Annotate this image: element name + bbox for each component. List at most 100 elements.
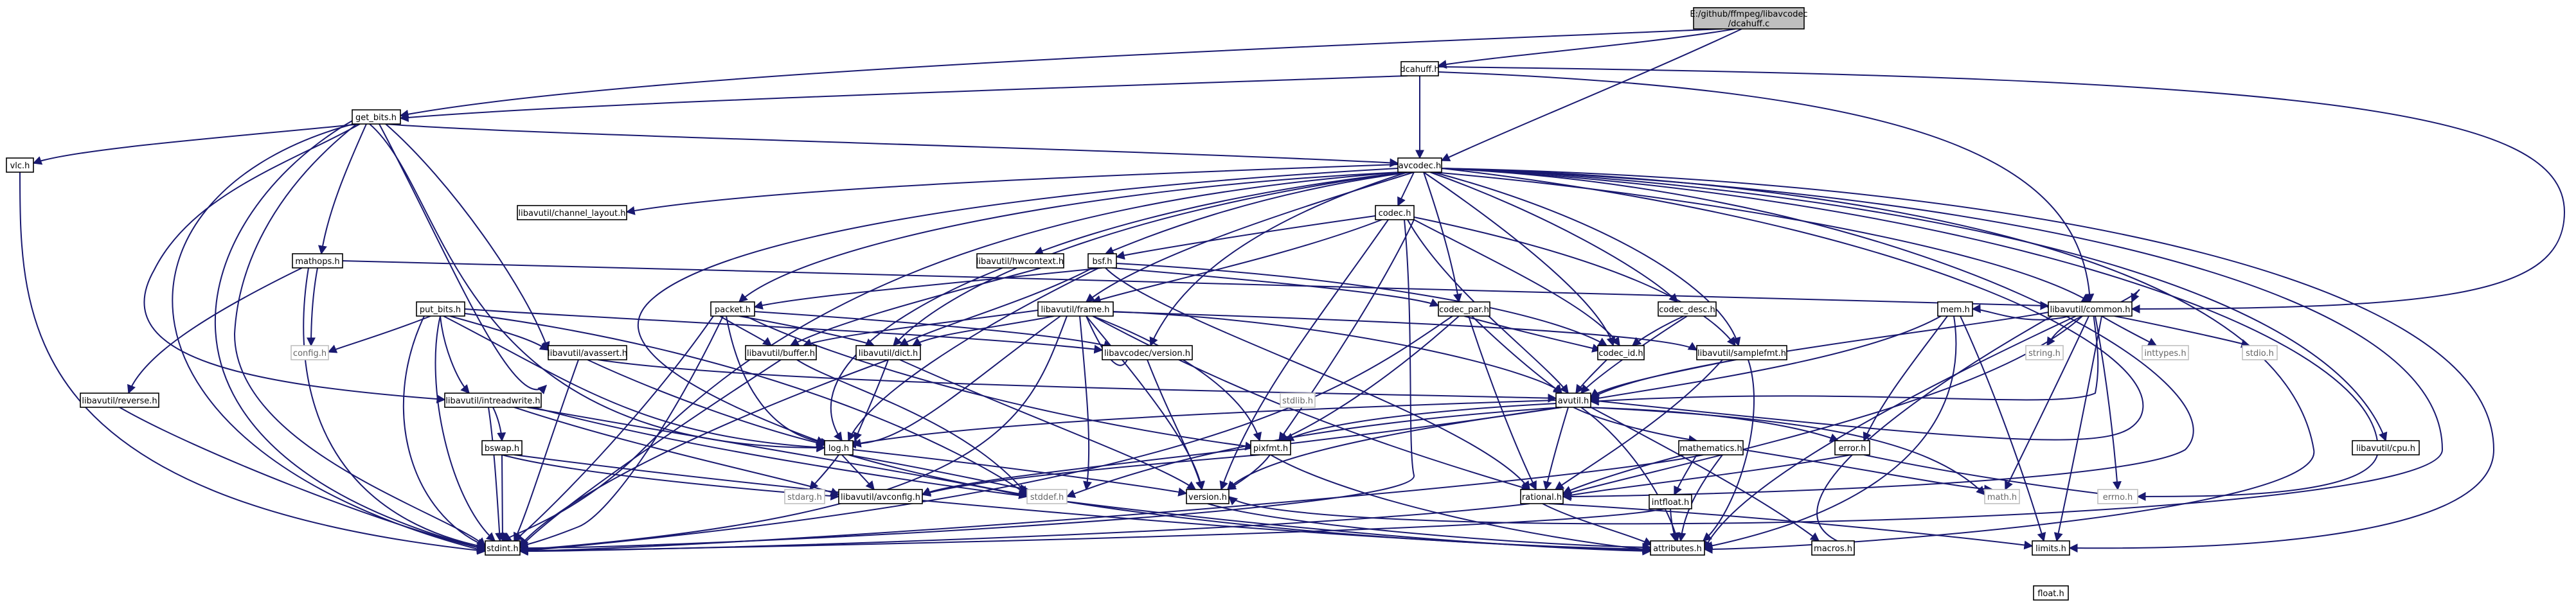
- node-errno-h[interactable]: errno.h: [2097, 489, 2138, 504]
- dependency-edge: [440, 315, 470, 394]
- node-mathops-h[interactable]: mathops.h: [292, 253, 343, 269]
- dependency-edge: [2114, 315, 2251, 348]
- node-codec-h[interactable]: codec.h: [1375, 205, 1415, 220]
- dependency-edge: [796, 359, 1028, 496]
- dependency-edge: [841, 454, 875, 491]
- node-put-bits-h[interactable]: put_bits.h: [416, 301, 465, 317]
- node-libavutil-intreadwrite-h[interactable]: libavutil/intreadwrite.h: [444, 393, 542, 408]
- dependency-edge: [1407, 219, 1569, 394]
- node-stdint-h[interactable]: stdint.h: [485, 540, 521, 556]
- dependency-edge: [379, 123, 547, 394]
- node-libavutil-cpu-h[interactable]: libavutil/cpu.h: [2352, 440, 2420, 455]
- dependency-edge: [921, 407, 1562, 496]
- dependency-edge: [1413, 216, 1736, 347]
- node-stdlib-h[interactable]: stdlib.h: [1280, 393, 1316, 408]
- dependency-edge: [1863, 315, 1948, 442]
- node-libavcodec-version-h[interactable]: libavcodec/version.h: [1102, 345, 1193, 360]
- node-libavutil-avassert-h[interactable]: libavutil/avassert.h: [548, 345, 627, 360]
- node-avcodec-h[interactable]: avcodec.h: [1397, 157, 1442, 173]
- dependency-edge: [519, 503, 1530, 556]
- node-label: codec_id.h: [1598, 349, 1643, 358]
- node-codec-id-h[interactable]: codec_id.h: [1597, 345, 1645, 360]
- node-mathematics-h[interactable]: mathematics.h: [1678, 440, 1744, 455]
- dependency-edge: [127, 267, 303, 394]
- node-intfloat-h[interactable]: intfloat.h: [1649, 494, 1692, 509]
- node-pixfmt-h[interactable]: pixfmt.h: [1250, 440, 1291, 455]
- dependency-edge: [1702, 359, 1755, 542]
- node-libavutil-samplefmt-h[interactable]: libavutil/samplefmt.h: [1696, 345, 1787, 360]
- dependency-edge: [464, 313, 1028, 495]
- node-bswap-h[interactable]: bswap.h: [481, 440, 523, 455]
- dependency-edge: [1441, 168, 2194, 501]
- node-stdio-h[interactable]: stdio.h: [2242, 345, 2278, 360]
- node-label: libavutil/frame.h: [1041, 305, 1110, 315]
- node-mem-h[interactable]: mem.h: [1937, 301, 1973, 317]
- node-dcahuff-h[interactable]: dcahuff.h: [1400, 61, 1440, 76]
- node-packet-h[interactable]: packet.h: [710, 301, 755, 317]
- node-libavutil-reverse-h[interactable]: libavutil/reverse.h: [80, 393, 159, 408]
- dependency-edge: [1441, 168, 2315, 554]
- node-avutil-h[interactable]: avutil.h: [1555, 393, 1591, 408]
- node-libavutil-channel-layout-h[interactable]: libavutil/channel_layout.h: [517, 205, 627, 220]
- node-libavutil-avconfig-h[interactable]: libavutil/avconfig.h: [838, 489, 923, 504]
- dependency-edge: [745, 315, 1255, 451]
- node-libavutil-buffer-h[interactable]: libavutil/buffer.h: [745, 345, 817, 360]
- node-libavutil-hwcontext-h[interactable]: libavutil/hwcontext.h: [976, 253, 1064, 269]
- node-codec-desc-h[interactable]: codec_desc.h: [1658, 301, 1717, 317]
- dependency-edge: [172, 123, 487, 554]
- root-label-line2: /dcahuff.c: [1728, 19, 1769, 29]
- node-stdarg-h[interactable]: stdarg.h: [784, 489, 825, 504]
- node-float-h[interactable]: float.h: [2033, 585, 2069, 601]
- dependency-edge: [911, 315, 1055, 346]
- node-stddef-h[interactable]: stddef.h: [1026, 489, 1068, 504]
- node-label: libavutil/avconfig.h: [841, 493, 920, 502]
- dependency-edge: [1105, 267, 1530, 491]
- dependency-edge: [464, 308, 1104, 354]
- node-log-h[interactable]: log.h: [824, 440, 854, 455]
- node-label: bsf.h: [1092, 257, 1112, 267]
- node-attributes-h[interactable]: attributes.h: [1650, 540, 1705, 556]
- node-version-h[interactable]: version.h: [1186, 489, 1230, 504]
- dependency-edge: [738, 172, 1402, 303]
- node-root-dcahuff-c[interactable]: E:/github/ffmpeg/libavcodec /dcahuff.c: [1690, 7, 1808, 30]
- dependency-edge: [1115, 215, 1376, 260]
- dependency-edge: [1580, 407, 1680, 542]
- node-codec-par-h[interactable]: codec_par.h: [1438, 301, 1490, 317]
- node-config-h[interactable]: config.h: [291, 345, 329, 360]
- node-label: codec.h: [1379, 209, 1411, 218]
- node-libavutil-common-h[interactable]: libavutil/common.h: [2048, 301, 2133, 317]
- dependency-edge: [385, 123, 1399, 168]
- dependency-edge: [1092, 315, 1262, 442]
- dependency-edge: [1104, 172, 1411, 255]
- dependency-edge: [119, 407, 487, 552]
- node-label: get_bits.h: [355, 113, 397, 123]
- node-macros-h[interactable]: macros.h: [1811, 540, 1855, 556]
- node-error-h[interactable]: error.h: [1834, 440, 1870, 455]
- dependency-edge: [1471, 315, 1563, 394]
- node-libavutil-dict-h[interactable]: libavutil/dict.h: [855, 345, 921, 360]
- node-label: macros.h: [1814, 544, 1852, 554]
- node-label: float.h: [2037, 589, 2064, 599]
- node-inttypes-h[interactable]: inttypes.h: [2142, 345, 2189, 360]
- node-bsf-h[interactable]: bsf.h: [1087, 253, 1117, 269]
- dependency-edge: [1092, 315, 1531, 492]
- node-rational-h[interactable]: rational.h: [1520, 489, 1564, 504]
- dependency-edge: [519, 359, 889, 547]
- dependency-edge: [1284, 403, 1557, 441]
- node-vlc-h[interactable]: vlc.h: [6, 157, 34, 173]
- node-string-h[interactable]: string.h: [2025, 345, 2064, 360]
- node-libavutil-frame-h[interactable]: libavutil/frame.h: [1037, 301, 1114, 317]
- dependency-edge: [1111, 267, 1440, 307]
- dependency-edge: [434, 315, 496, 542]
- dependency-edge: [1670, 508, 1679, 542]
- dependency-edge: [2101, 315, 2158, 346]
- node-get-bits-h[interactable]: get_bits.h: [352, 109, 401, 125]
- dependency-edge: [921, 454, 1260, 497]
- dependency-edge: [513, 315, 714, 542]
- node-label: error.h: [1839, 444, 1866, 454]
- node-label: libavcodec/version.h: [1104, 349, 1190, 358]
- node-math-h[interactable]: math.h: [1984, 489, 2020, 504]
- dependency-edge: [1631, 315, 1685, 346]
- dependency-edge: [214, 120, 487, 552]
- node-limits-h[interactable]: limits.h: [2032, 540, 2070, 556]
